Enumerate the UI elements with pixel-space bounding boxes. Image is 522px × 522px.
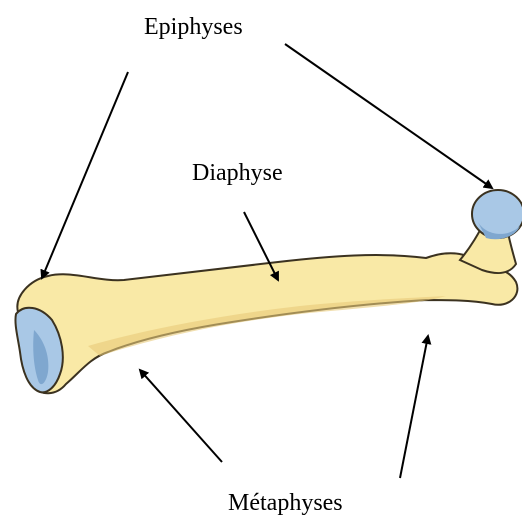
label-metaphyses: Métaphyses [228,490,343,516]
label-epiphyses: Epiphyses [144,14,243,40]
arrow-epiphysis-left [42,72,128,278]
femur-illustration [15,190,522,393]
arrow-metaphysis-right [400,336,428,478]
label-diaphyse: Diaphyse [192,160,283,186]
epiphysis-head-right [472,190,522,239]
arrow-epiphysis-right [285,44,492,188]
bone-body [17,253,517,393]
arrow-metaphysis-left [140,370,222,462]
